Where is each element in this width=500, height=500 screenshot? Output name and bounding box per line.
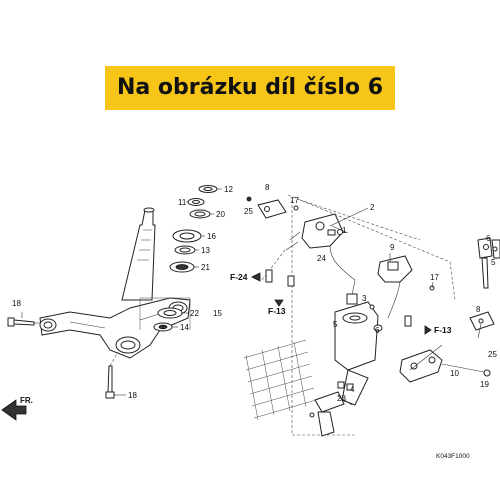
- switch-wiring: [261, 194, 456, 436]
- key-cylinder-set: [477, 237, 500, 289]
- label-25-left: 25: [244, 207, 253, 216]
- label-16: 16: [207, 232, 216, 241]
- steering-stem: [121, 207, 156, 301]
- switch-bracket-8-right: [469, 311, 495, 331]
- label-10: 10: [450, 369, 459, 378]
- label-4: 4: [350, 385, 355, 394]
- label-13: 13: [201, 246, 210, 255]
- label-24: 24: [317, 254, 326, 263]
- label-15: 15: [213, 309, 222, 318]
- pinch-bolt-18-bottom: [105, 351, 119, 399]
- label-11: 11: [178, 198, 187, 207]
- label-12: 12: [224, 185, 233, 194]
- diagram-code: K043F1000: [436, 453, 470, 460]
- switch-bracket-8-left: [246, 196, 287, 219]
- label-17-right: 17: [430, 273, 439, 282]
- ref-f13-right: F-13: [434, 325, 452, 335]
- label-6: 6: [486, 234, 491, 243]
- ignition-bolts: [309, 304, 375, 418]
- pinch-bolt-18-top: [7, 317, 40, 327]
- harness-grommets: [265, 229, 412, 327]
- label-17-left: 17: [290, 196, 299, 205]
- ref-f24: F-24: [230, 272, 248, 282]
- front-direction-marker: FR.: [1, 396, 33, 421]
- label-5-center: 5: [333, 320, 338, 329]
- part-number-labels: 12 11 20 16 13 21 22 15 14 18 18 8 25 17…: [12, 183, 497, 403]
- label-3: 3: [362, 294, 367, 303]
- label-8-left: 8: [265, 183, 270, 192]
- label-18-bottom: 18: [128, 391, 137, 400]
- ignition-connector: [314, 391, 353, 437]
- ref-f13-left: F-13: [268, 306, 286, 316]
- reference-labels: F-24 F-13 F-13: [230, 272, 452, 335]
- handlebar-switch-left: [301, 213, 344, 249]
- fork-bridge: [39, 297, 191, 359]
- ignition-switch: [334, 301, 383, 406]
- label-1: 1: [342, 226, 347, 235]
- label-22: 22: [190, 309, 199, 318]
- cable-bracket-10: [399, 349, 491, 383]
- protective-cover-grid: [243, 339, 317, 421]
- label-5-right: 5: [491, 258, 496, 267]
- label-25-right: 25: [488, 350, 497, 359]
- bearing-stack: [139, 185, 218, 332]
- label-18-top: 18: [12, 299, 21, 308]
- label-23: 23: [337, 394, 346, 403]
- handlebar-switch-right: [377, 255, 413, 283]
- label-19: 19: [480, 380, 489, 389]
- front-label: FR.: [20, 396, 33, 405]
- label-6-small: 6: [375, 326, 380, 335]
- label-2: 2: [370, 203, 375, 212]
- label-14: 14: [180, 323, 189, 332]
- label-21: 21: [201, 263, 210, 272]
- label-9: 9: [390, 243, 395, 252]
- title-banner: Na obrázku díl číslo 6: [105, 66, 395, 110]
- callout-leaders: [21, 188, 482, 396]
- label-8-right: 8: [476, 305, 481, 314]
- label-20: 20: [216, 210, 225, 219]
